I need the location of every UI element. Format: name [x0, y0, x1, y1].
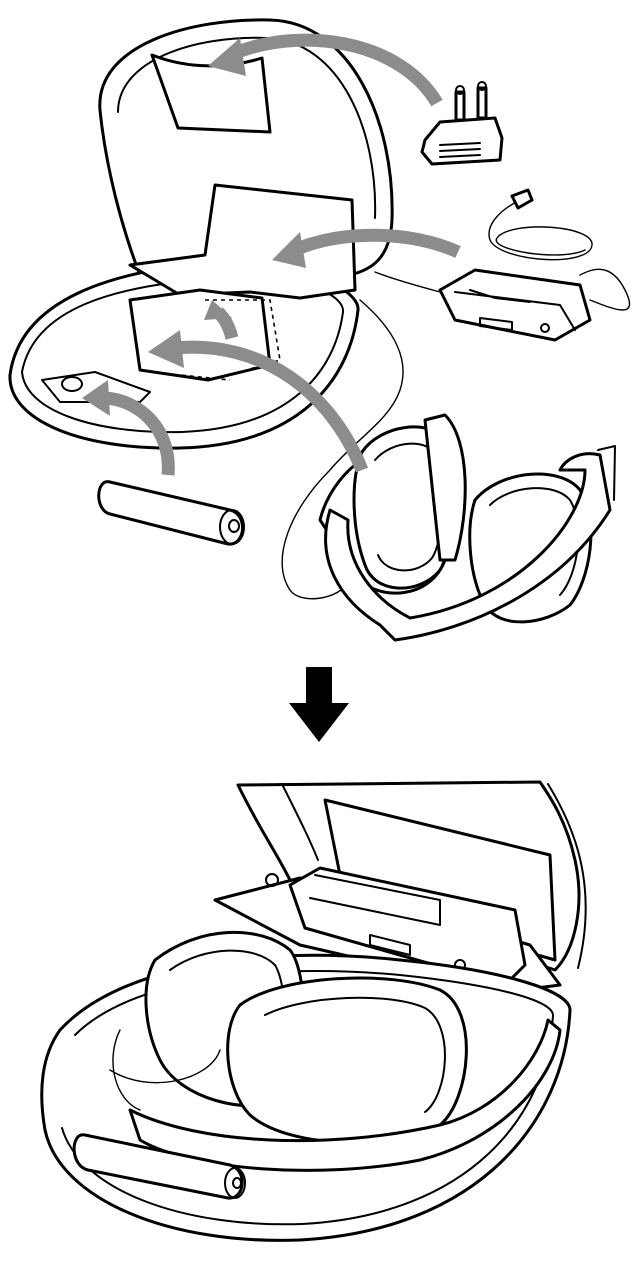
headband — [324, 452, 612, 642]
packed-control-unit — [288, 866, 527, 987]
down-arrow-icon — [289, 667, 349, 742]
insertion-arrows — [82, 33, 461, 476]
headphones-icon — [281, 299, 616, 642]
control-unit-icon — [374, 188, 631, 342]
packed-battery — [72, 1133, 246, 1200]
battery-icon — [97, 480, 245, 546]
packed-case — [40, 780, 587, 1242]
plane-adapter-icon — [420, 81, 504, 166]
